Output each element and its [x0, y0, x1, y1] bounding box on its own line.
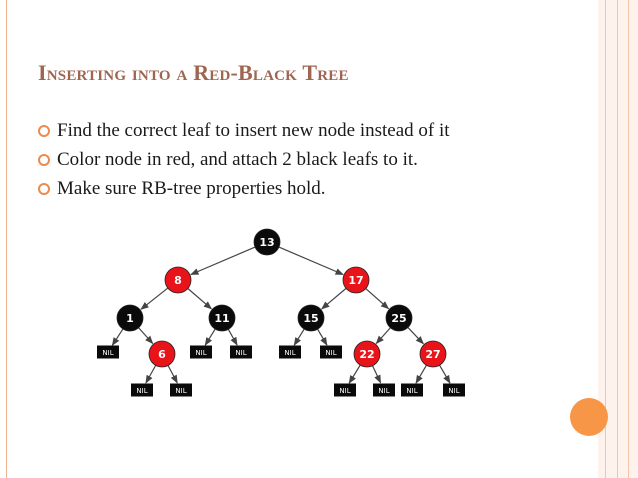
tree-node-1: 1: [116, 304, 144, 332]
right-border-rule: [617, 0, 618, 478]
bullet-circle-icon: [38, 125, 50, 137]
nil-leaf: NIL: [170, 383, 192, 397]
nil-label: NIL: [339, 387, 350, 395]
bullet-text: Make sure RB-tree properties hold.: [57, 178, 326, 199]
tree-edges: [111, 246, 451, 384]
node-label: 11: [214, 312, 229, 325]
bullet-text: Color node in red, and attach 2 black le…: [57, 149, 418, 170]
tree-edge-arrow: [375, 327, 391, 345]
tree-edge-arrow: [187, 288, 213, 310]
left-border-rule: [6, 0, 7, 478]
nil-leaf: NIL: [373, 383, 395, 397]
tree-edge-arrow: [227, 329, 238, 346]
node-label: 6: [158, 348, 166, 361]
nil-leaf: NIL: [131, 383, 153, 397]
tree-edge-arrow: [321, 287, 347, 310]
nil-leaf: NIL: [279, 345, 301, 359]
tree-edge-arrow: [293, 328, 305, 346]
nil-leaf: NIL: [230, 345, 252, 359]
tree-node-6: 6: [148, 340, 176, 368]
tree-node-27: 27: [419, 340, 447, 368]
nil-label: NIL: [195, 349, 206, 357]
tree-edge-arrow: [167, 365, 178, 384]
nil-leaf: NIL: [190, 345, 212, 359]
nil-leaf: NIL: [320, 345, 342, 359]
tree-edge-arrow: [111, 328, 124, 346]
node-label: 27: [425, 348, 440, 361]
tree-edge-arrow: [278, 246, 344, 276]
tree-edge-arrow: [415, 364, 427, 384]
nil-label: NIL: [325, 349, 336, 357]
nil-leaves: NIL NIL NIL NIL NIL NIL NIL NIL NIL NIL NIL: [97, 345, 465, 397]
slide-title: Inserting into a Red-Black Tree: [38, 60, 349, 85]
tree-node-8: 8: [164, 266, 192, 294]
tree-edge-arrow: [140, 287, 169, 310]
nil-label: NIL: [175, 387, 186, 395]
node-label: 1: [126, 312, 134, 325]
bullet-circle-icon: [38, 154, 50, 166]
node-label: 17: [348, 274, 363, 287]
bullet-list: Find the correct leaf to insert new node…: [38, 116, 450, 203]
nil-label: NIL: [406, 387, 417, 395]
tree-edge-arrow: [204, 328, 216, 346]
tree-edge-arrow: [317, 328, 328, 346]
tree-node-22: 22: [353, 340, 381, 368]
bullet-item: Make sure RB-tree properties hold.: [38, 174, 450, 203]
nil-label: NIL: [284, 349, 295, 357]
tree-edge-arrow: [145, 365, 157, 384]
tree-node-25: 25: [385, 304, 413, 332]
node-label: 15: [303, 312, 318, 325]
right-decorative-band: [598, 0, 638, 478]
tree-edge-arrow: [365, 288, 390, 310]
node-label: 25: [391, 312, 406, 325]
tree-edge-arrow: [348, 364, 361, 384]
tree-edge-arrow: [407, 327, 424, 345]
nil-leaf: NIL: [401, 383, 423, 397]
tree-edge-arrow: [439, 364, 451, 384]
nil-label: NIL: [378, 387, 389, 395]
tree-node-17: 17: [342, 266, 370, 294]
nil-label: NIL: [448, 387, 459, 395]
decorative-circle: [570, 398, 608, 436]
tree-edge-arrow: [372, 365, 382, 384]
nil-label: NIL: [102, 349, 113, 357]
nil-label: NIL: [136, 387, 147, 395]
node-label: 22: [359, 348, 374, 361]
nil-leaf: NIL: [334, 383, 356, 397]
right-border-rule: [628, 0, 629, 478]
bullet-circle-icon: [38, 183, 50, 195]
tree-edge-arrow: [190, 246, 256, 276]
tree-node-11: 11: [208, 304, 236, 332]
tree-node-15: 15: [297, 304, 325, 332]
nil-leaf: NIL: [443, 383, 465, 397]
tree-edge-arrow: [138, 327, 154, 345]
nil-label: NIL: [235, 349, 246, 357]
node-label: 8: [174, 274, 182, 287]
nil-leaf: NIL: [97, 345, 119, 359]
bullet-item: Find the correct leaf to insert new node…: [38, 116, 450, 145]
bullet-text: Find the correct leaf to insert new node…: [57, 120, 450, 141]
right-border-rule: [605, 0, 606, 478]
tree-node-13: 13: [253, 228, 281, 256]
bullet-item: Color node in red, and attach 2 black le…: [38, 145, 450, 174]
node-label: 13: [259, 236, 274, 249]
